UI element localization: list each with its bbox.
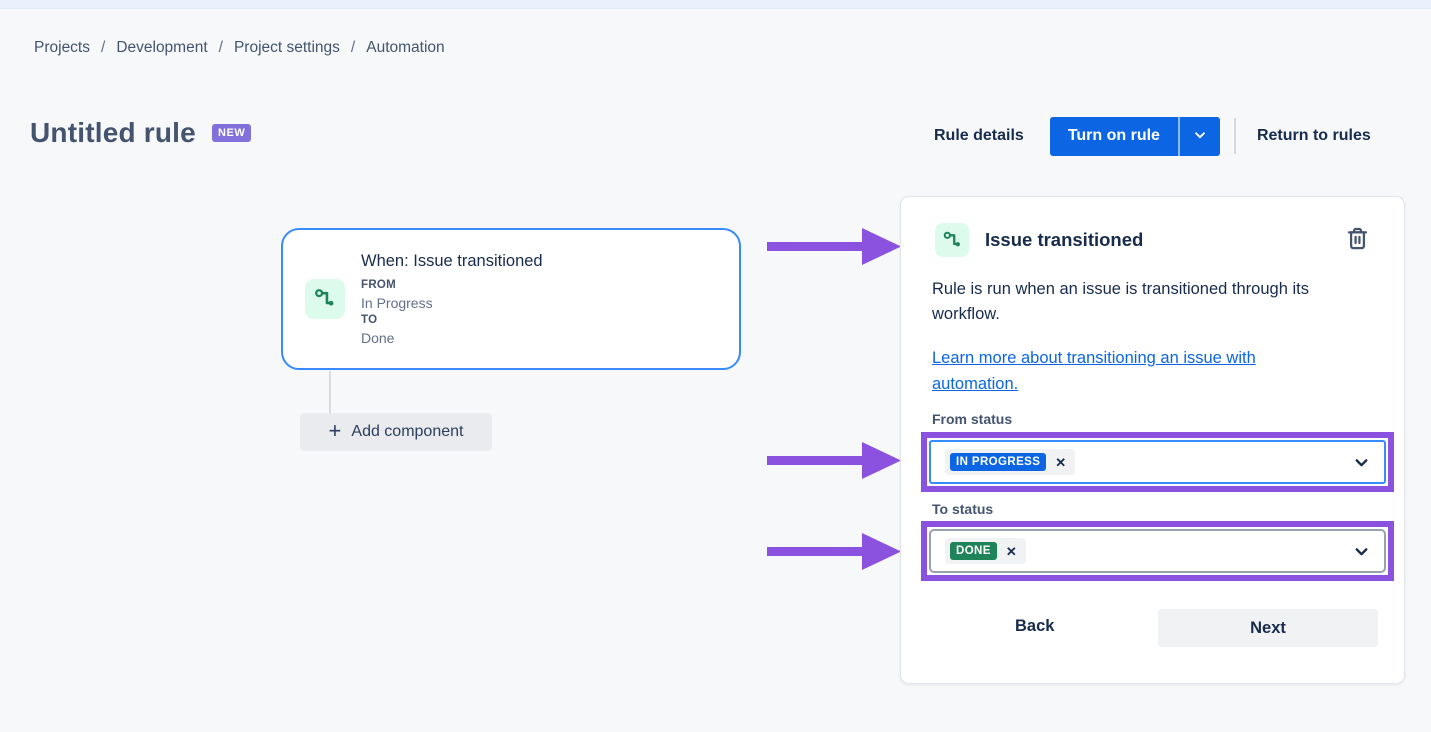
remove-to-status-icon[interactable]: ✕ — [1006, 545, 1017, 558]
next-button[interactable]: Next — [1158, 609, 1378, 647]
breadcrumb-projects[interactable]: Projects — [34, 39, 90, 57]
add-component-label: Add component — [351, 423, 463, 441]
new-badge: NEW — [212, 124, 251, 142]
trigger-from-value: In Progress — [361, 294, 543, 312]
from-status-label: From status — [932, 411, 1012, 427]
title-row: Untitled rule NEW — [30, 117, 251, 149]
plus-icon: + — [329, 420, 342, 442]
chevron-down-icon — [1193, 128, 1207, 145]
breadcrumb-separator: / — [351, 39, 355, 57]
rule-details-button[interactable]: Rule details — [934, 127, 1024, 145]
trigger-to-label: TO — [361, 312, 543, 329]
done-lozenge: DONE — [950, 542, 997, 560]
annotation-arrow-header — [765, 226, 905, 266]
turn-on-rule-dropdown-button[interactable] — [1178, 117, 1220, 156]
to-status-chip: DONE ✕ — [945, 538, 1026, 564]
chevron-down-icon[interactable] — [1353, 543, 1370, 560]
from-status-chip: IN PROGRESS ✕ — [945, 449, 1075, 475]
trigger-card-body: When: Issue transitioned FROM In Progres… — [361, 252, 543, 347]
return-to-rules-button[interactable]: Return to rules — [1257, 127, 1371, 145]
back-button[interactable]: Back — [1015, 617, 1054, 636]
page-title[interactable]: Untitled rule — [30, 117, 196, 149]
issue-transitioned-icon — [935, 223, 969, 257]
add-component-button[interactable]: + Add component — [300, 413, 492, 451]
remove-from-status-icon[interactable]: ✕ — [1055, 456, 1066, 469]
turn-on-rule-split-button: Turn on rule — [1050, 117, 1220, 156]
breadcrumb-separator: / — [219, 39, 223, 57]
header-divider — [1234, 118, 1236, 154]
trigger-config-panel: Issue transitioned Rule is run when an i… — [900, 196, 1405, 684]
annotation-arrow-to-status — [765, 531, 905, 571]
annotation-arrow-from-status — [765, 440, 905, 480]
breadcrumb-separator: / — [101, 39, 105, 57]
from-status-annotation-box: IN PROGRESS ✕ — [921, 432, 1394, 492]
panel-description: Rule is run when an issue is transitione… — [932, 277, 1380, 327]
trigger-to-value: Done — [361, 329, 543, 347]
breadcrumb: Projects / Development / Project setting… — [34, 39, 445, 57]
top-accent-bar — [0, 0, 1431, 9]
trash-icon — [1344, 240, 1371, 255]
learn-more-link[interactable]: Learn more about transitioning an issue … — [932, 345, 1332, 397]
issue-transitioned-icon — [305, 279, 345, 319]
header-actions: Rule details Turn on rule Return to rule… — [900, 116, 1405, 156]
breadcrumb-development[interactable]: Development — [116, 39, 207, 57]
to-status-label: To status — [932, 501, 993, 517]
breadcrumb-automation[interactable]: Automation — [366, 39, 444, 57]
trigger-from-label: FROM — [361, 277, 543, 294]
flow-connector-line — [329, 371, 331, 413]
turn-on-rule-button[interactable]: Turn on rule — [1050, 117, 1178, 156]
to-status-select[interactable]: DONE ✕ — [929, 529, 1386, 573]
delete-trigger-button[interactable] — [1342, 225, 1372, 255]
panel-header: Issue transitioned — [935, 223, 1143, 257]
trigger-card-issue-transitioned[interactable]: When: Issue transitioned FROM In Progres… — [281, 228, 741, 370]
from-status-select[interactable]: IN PROGRESS ✕ — [929, 440, 1386, 484]
to-status-annotation-box: DONE ✕ — [921, 521, 1394, 581]
trigger-card-title: When: Issue transitioned — [361, 252, 543, 271]
chevron-down-icon[interactable] — [1353, 454, 1370, 471]
breadcrumb-project-settings[interactable]: Project settings — [234, 39, 340, 57]
panel-title: Issue transitioned — [985, 229, 1143, 251]
in-progress-lozenge: IN PROGRESS — [950, 453, 1046, 471]
